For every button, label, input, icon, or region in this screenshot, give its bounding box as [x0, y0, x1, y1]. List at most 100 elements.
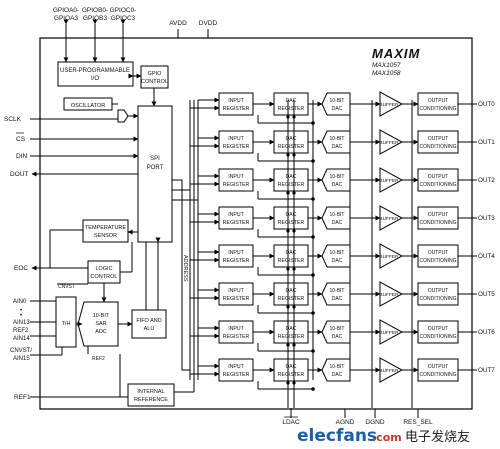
input-register-label-2: REGISTER — [223, 220, 250, 226]
dac-register-label-2: REGISTER — [278, 334, 305, 340]
gpio-control-label-1: GPIO — [148, 71, 162, 77]
dac-label-2: DAC — [332, 220, 343, 226]
input-register-label-1: INPUT — [228, 212, 244, 218]
dac-register-label-1: DAC — [286, 136, 297, 142]
dac-block — [321, 320, 351, 344]
output-cond-label-2: CONDITIONING — [420, 220, 457, 226]
output-pin-label: OUT1 — [478, 139, 495, 146]
gpioa-label-2: GPIOA3 — [54, 15, 79, 22]
spi-port-label-2: PORT — [147, 165, 164, 171]
internal-ref-label-1: INTERNAL — [137, 389, 164, 395]
clock-mux — [117, 109, 129, 123]
dac-label-1: 10-BIT — [329, 136, 344, 142]
adc-label-3: ADC — [95, 329, 107, 335]
avdd-label: AVDD — [169, 20, 187, 27]
ain0-label: AIN0 — [13, 299, 27, 305]
maxim-logo: MAXIM — [372, 46, 421, 61]
output-cond-label-1: OUTPUT — [428, 288, 449, 294]
input-register-label-1: INPUT — [228, 98, 244, 104]
eoc-label: EOC — [14, 265, 28, 272]
analog-inputs: AIN0 • • AIN13 REF2 AIN14 CNVST/ AIN15 — [10, 299, 63, 362]
dac-label-1: 10-BIT — [329, 326, 344, 332]
input-register-label-1: INPUT — [228, 326, 244, 332]
dac-register-label-2: REGISTER — [278, 258, 305, 264]
input-register-label-2: REGISTER — [223, 144, 250, 150]
dac-register-label-1: DAC — [286, 174, 297, 180]
user-io-label-1: USER-PROGRAMMABLE — [60, 68, 130, 74]
input-register-label-2: REGISTER — [223, 182, 250, 188]
gpioa-label-1: GPIOA0- — [53, 7, 79, 14]
dac-register-label-2: REGISTER — [278, 296, 305, 302]
output-cond-label-2: CONDITIONING — [420, 372, 457, 378]
user-io-label-2: I/O — [91, 76, 99, 82]
part-number-2: MAX1058 — [372, 70, 401, 77]
ref2-internal-label: REF2 — [92, 356, 105, 362]
fifo-alu-block — [131, 309, 167, 339]
cs-label: CS — [16, 136, 26, 143]
output-pin-label: OUT5 — [478, 291, 495, 298]
output-cond-label-1: OUTPUT — [428, 364, 449, 370]
cnvst-internal-label: CNVST — [58, 284, 75, 290]
input-register-label-2: REGISTER — [223, 372, 250, 378]
output-pin-label: OUT7 — [478, 367, 495, 374]
input-register-label-1: INPUT — [228, 288, 244, 294]
part-number-1: MAX1057 — [372, 62, 401, 69]
dac-block — [321, 358, 351, 382]
logic-control-label-1: LOGIC — [95, 266, 112, 272]
dac-label-2: DAC — [332, 182, 343, 188]
res-sel-label: RES_SEL — [403, 419, 433, 426]
dac-block — [321, 244, 351, 268]
watermark-dotcom: .com — [372, 431, 402, 444]
buffer-label: BUFFER — [379, 216, 399, 222]
th-label: T/H — [62, 321, 71, 327]
buffer-label: BUFFER — [379, 368, 399, 374]
dac-block — [321, 130, 351, 154]
spi-port-label-1: SPI — [150, 156, 160, 162]
user-io-block — [57, 61, 134, 87]
din-label: DIN — [16, 153, 28, 160]
ref1-label: REF1 — [14, 394, 31, 401]
input-register-label-2: REGISTER — [223, 258, 250, 264]
dac-channels: INPUT REGISTER DAC REGISTER 10-BIT DAC BUFFER O… — [190, 91, 495, 391]
ain-dots-1: • — [20, 308, 22, 314]
output-pin-label: OUT0 — [478, 101, 495, 108]
input-register-label-1: INPUT — [228, 364, 244, 370]
output-cond-label-1: OUTPUT — [428, 212, 449, 218]
top-pins: GPIOA0- GPIOA3 GPIOB0- GPIOB3 GPIOC0- GP… — [53, 7, 218, 63]
output-cond-label-2: CONDITIONING — [420, 334, 457, 340]
output-cond-label-2: CONDITIONING — [420, 144, 457, 150]
sclk-label: SCLK — [4, 116, 22, 123]
adc-label-2: SAR — [95, 321, 106, 327]
watermark-cn: 电子发烧友 — [405, 429, 470, 445]
dac-label-2: DAC — [332, 144, 343, 150]
bottom-pins: LDAC AGND DGND RES_SEL — [282, 408, 433, 426]
input-register-label-2: REGISTER — [223, 296, 250, 302]
dac-label-1: 10-BIT — [329, 250, 344, 256]
logic-control-label-2: CONTROL — [91, 274, 118, 280]
junction-dot — [311, 387, 315, 391]
dac-block — [321, 168, 351, 192]
dgnd-label: DGND — [365, 419, 384, 426]
output-pin-label: OUT4 — [478, 253, 495, 260]
output-cond-label-1: OUTPUT — [428, 174, 449, 180]
buffer-label: BUFFER — [379, 292, 399, 298]
dac-label-1: 10-BIT — [329, 288, 344, 294]
dout-label: DOUT — [10, 171, 28, 178]
output-pin-label: OUT3 — [478, 215, 495, 222]
temp-sensor-label-2: SENSOR — [94, 233, 117, 239]
dac-register-label-2: REGISTER — [278, 106, 305, 112]
cnvst-pin-label: CNVST/ — [10, 348, 32, 354]
dac-register-label-1: DAC — [286, 326, 297, 332]
output-cond-label-1: OUTPUT — [428, 250, 449, 256]
dac-register-label-2: REGISTER — [278, 372, 305, 378]
dac-register-label-1: DAC — [286, 288, 297, 294]
spi-port-block — [137, 105, 173, 243]
dac-register-label-2: REGISTER — [278, 182, 305, 188]
gpiob-label-2: GPIOB3 — [83, 15, 108, 22]
dac-register-label-1: DAC — [286, 364, 297, 370]
watermark-latin: elecfans — [297, 426, 377, 446]
output-cond-label-2: CONDITIONING — [420, 296, 457, 302]
dac-block — [321, 92, 351, 116]
adc-label-1: 10-BIT — [93, 313, 110, 319]
